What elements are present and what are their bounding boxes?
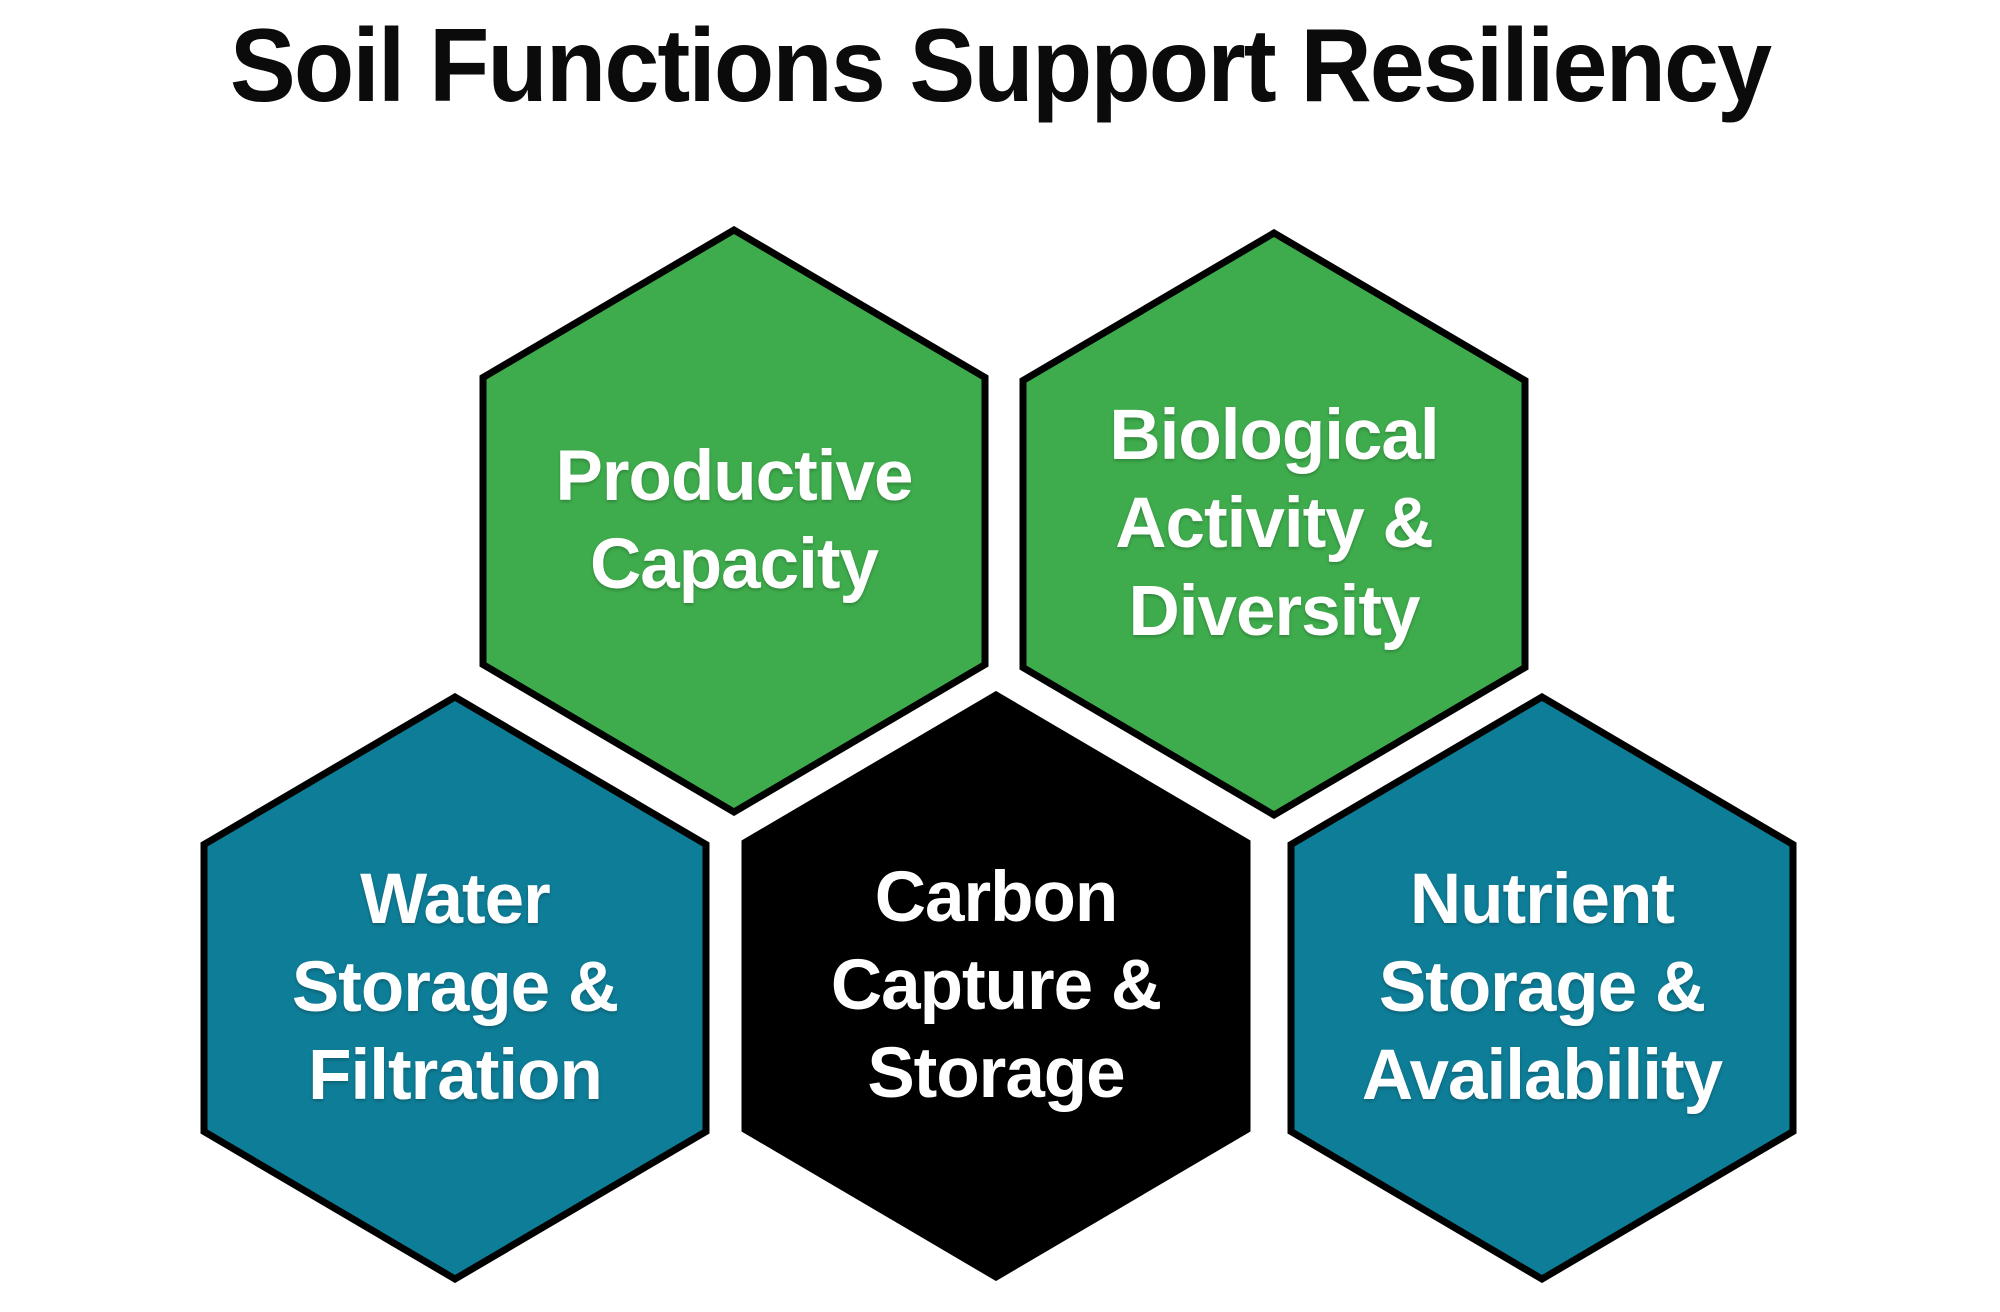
hexagon-polygon — [1287, 693, 1797, 1283]
hexagon-shape — [200, 693, 710, 1283]
hexagon-carbon-capture-storage: Carbon Capture & Storage — [741, 691, 1251, 1281]
hexagon-shape — [1019, 229, 1529, 819]
hexagon-polygon — [200, 693, 710, 1283]
hexagon-water-storage-filtration: Water Storage & Filtration — [200, 693, 710, 1283]
page-title: Soil Functions Support Resiliency — [229, 8, 1772, 124]
hexagon-polygon — [741, 691, 1251, 1281]
hexagon-shape — [479, 226, 989, 816]
hexagon-polygon — [1019, 229, 1529, 819]
hexagon-polygon — [479, 226, 989, 816]
hexagon-shape — [741, 691, 1251, 1281]
hexagon-shape — [1287, 693, 1797, 1283]
hexagon-nutrient-storage-availability: Nutrient Storage & Availability — [1287, 693, 1797, 1283]
